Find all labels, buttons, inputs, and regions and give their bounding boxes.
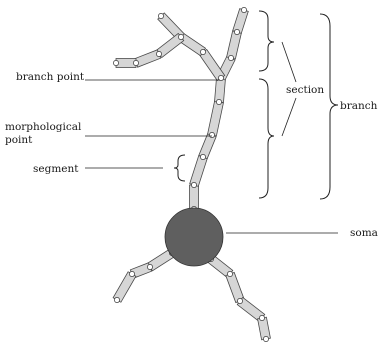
morphological-point xyxy=(259,315,264,320)
morphological-point xyxy=(147,264,152,269)
dendrite-right-branch-segment xyxy=(233,9,249,34)
branch-point-label: branch point xyxy=(16,71,85,83)
dendrite-left-sub-branch-segment xyxy=(116,59,136,68)
axon-right-segment xyxy=(258,317,271,340)
section-brace-lower xyxy=(259,79,274,198)
dendrite-trunk-segment xyxy=(208,101,224,136)
segment-label: segment xyxy=(33,163,79,175)
morphological-point xyxy=(158,13,163,18)
morphological-point xyxy=(114,297,119,302)
morphological-point-label-line1: morphological xyxy=(5,121,82,133)
morphological-point xyxy=(133,60,138,65)
morphological-point xyxy=(241,7,246,12)
morphological-point xyxy=(263,336,268,341)
branch-brace xyxy=(320,14,338,199)
morphological-point xyxy=(129,271,134,276)
dendrite-trunk-segment xyxy=(215,78,226,103)
morphological-point xyxy=(200,154,205,159)
segment-brace xyxy=(174,155,185,181)
dendrite-trunk-segment xyxy=(190,185,199,209)
morphological-point-label-line2: point xyxy=(5,134,33,146)
section-label: section xyxy=(286,84,324,96)
morphological-point xyxy=(113,60,118,65)
axon-right-segment xyxy=(226,272,244,302)
section-brace-upper xyxy=(259,11,274,71)
morphological-point xyxy=(200,49,205,54)
morphological-point xyxy=(228,55,233,60)
soma xyxy=(165,208,223,266)
morphological-point xyxy=(191,182,196,187)
morphological-point xyxy=(227,271,232,276)
section-leader-line-upper xyxy=(282,42,296,82)
morphological-point xyxy=(156,51,161,56)
branch-label: branch xyxy=(340,100,378,112)
dendrite-right-branch-segment xyxy=(227,31,242,59)
morphological-point xyxy=(234,29,239,34)
soma-label: soma xyxy=(350,227,378,239)
dendrite-trunk-segment xyxy=(190,156,208,187)
morphological-point xyxy=(209,132,214,137)
section-leader-line-lower xyxy=(282,98,296,136)
neurite-segments xyxy=(113,9,270,340)
morphological-point xyxy=(237,298,242,303)
morphological-point xyxy=(216,99,221,104)
morphological-point xyxy=(178,34,183,39)
